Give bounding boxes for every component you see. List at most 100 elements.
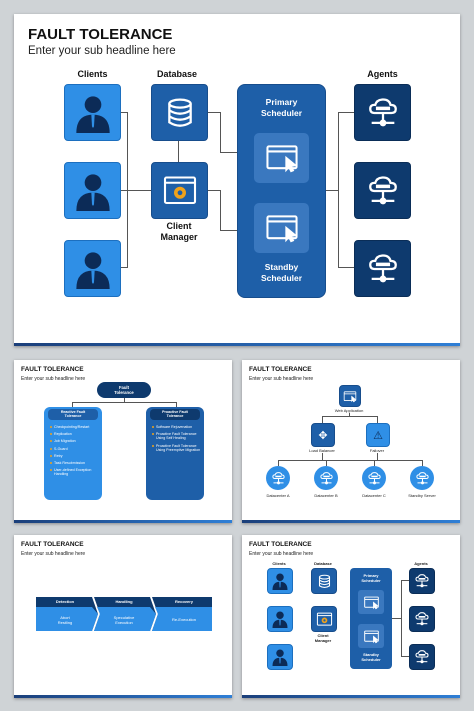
bullet-icon [152,433,154,436]
failover-label: Failover [369,448,385,453]
bullet-icon [50,426,52,428]
cloud-server-icon [319,471,333,484]
scheduler-panel[interactable]: Primary Scheduler Standby Scheduler [350,568,392,669]
client-tile[interactable] [267,568,293,594]
connector-line [401,656,409,657]
connector-line [326,460,327,466]
client-tile[interactable] [267,606,293,632]
database-label: Database [156,69,198,79]
agent-tile[interactable] [354,84,411,141]
datacenter-node[interactable] [314,466,338,490]
list-item: Task Resubmission [50,461,100,465]
gear-icon [163,175,196,204]
stage-head: Handling [115,599,133,604]
cloud-server-icon [368,97,397,126]
stage-body: Re-Execution [171,617,196,622]
load-balancer-label: Load Balancer [309,448,335,453]
thumbnail-slide-2[interactable]: FAULT TOLERANCE Enter your sub headline … [242,360,460,523]
cloud-server-icon [415,471,429,484]
client-tile[interactable] [267,644,293,670]
standby-scheduler-tile[interactable] [254,203,309,253]
primary-scheduler-tile[interactable] [254,133,309,183]
cloud-server-icon [415,612,429,626]
bullet-icon [152,444,154,447]
cloud-server-icon [271,471,285,484]
client-tile[interactable] [64,84,121,141]
standby-scheduler-label: Standby Scheduler [260,262,303,283]
client-manager-tile[interactable] [311,606,337,632]
slide-footer-bar [242,520,460,523]
agent-tile[interactable] [409,644,435,670]
client-manager-tile[interactable] [151,162,208,219]
thumb-subtitle: Enter your sub headline here [21,376,86,382]
database-tile[interactable] [311,568,337,594]
database-tile[interactable] [151,84,208,141]
slide-footer-bar [14,520,232,523]
datacenter-label: Datacenter C [362,493,386,498]
cloud-server-icon [415,650,429,664]
list-item: Checkpointing/Restart [50,425,100,429]
process-chevrons [36,597,212,631]
main-slide[interactable]: FAULT TOLERANCE Enter your sub headline … [14,14,460,346]
slide-footer-bar [242,695,460,698]
thumb-title: FAULT TOLERANCE [21,366,84,373]
agent-tile[interactable] [409,606,435,632]
connector-line [349,413,350,416]
connector-line [176,402,177,407]
primary-scheduler-tile[interactable] [358,590,384,614]
agents-label: Agents [367,69,398,79]
standby-scheduler-tile[interactable] [358,624,384,648]
list-item: Retry [50,454,100,458]
connector-line [278,460,422,461]
datacenter-node[interactable] [266,466,290,490]
page-subtitle: Enter your sub headline here [28,45,176,57]
list-item: Replication [50,432,100,436]
gear-icon [316,612,332,626]
thumbnail-slide-4[interactable]: FAULT TOLERANCE Enter your sub headline … [242,535,460,698]
thumbnail-slide-3[interactable]: FAULT TOLERANCE Enter your sub headline … [14,535,232,698]
connector-line [220,152,238,153]
datacenter-label: Standby Server [408,493,436,498]
scheduler-panel[interactable]: Primary Scheduler Standby Scheduler [237,84,326,298]
datacenter-node[interactable] [410,466,434,490]
list-item: S-Guard [50,447,100,451]
connector-line [207,190,220,191]
bullet-icon [50,462,52,465]
failover-tile[interactable]: ⚠ [366,423,390,447]
slide-footer-bar [14,343,460,346]
reactive-column[interactable]: Reactive Fault Tolerance Checkpointing/R… [44,407,102,500]
browser-window-icon [343,390,357,402]
agent-tile[interactable] [409,568,435,594]
list-item: Software Rejuvenation [152,425,202,429]
client-manager-label: Client Manager [314,633,332,643]
cloud-server-icon [367,471,381,484]
database-label: Database [314,561,332,566]
connector-line [374,460,375,466]
client-tile[interactable] [64,162,121,219]
client-tile[interactable] [64,240,121,297]
load-balancer-tile[interactable]: ✥ [311,423,335,447]
connector-line [220,190,221,230]
connector-line [422,460,423,466]
datacenter-node[interactable] [362,466,386,490]
connector-line [119,112,127,113]
page-title: FAULT TOLERANCE [28,26,173,43]
list-item: Proactive Fault Tolerance Using Preempti… [152,444,202,452]
agent-tile[interactable] [354,162,411,219]
connector-line [220,112,221,152]
bullet-icon [50,447,52,450]
thumbnail-slide-1[interactable]: FAULT TOLERANCE Enter your sub headline … [14,360,232,523]
connector-line [207,112,220,113]
browser-window-icon [363,630,379,643]
connector-line [377,416,378,423]
agent-tile[interactable] [354,240,411,297]
list-item: Proactive Fault Tolerance Using Self Hea… [152,432,202,440]
connector-line [322,453,323,460]
proactive-column[interactable]: Proactive Fault Tolerance Software Rejuv… [146,407,204,500]
root-node[interactable]: Fault Tolerance [97,382,151,398]
client-manager-label: Client Manager [160,221,198,242]
list-item: Job Migration [50,439,100,443]
web-application-tile[interactable] [339,385,361,407]
stage-head: Detection [55,599,75,604]
